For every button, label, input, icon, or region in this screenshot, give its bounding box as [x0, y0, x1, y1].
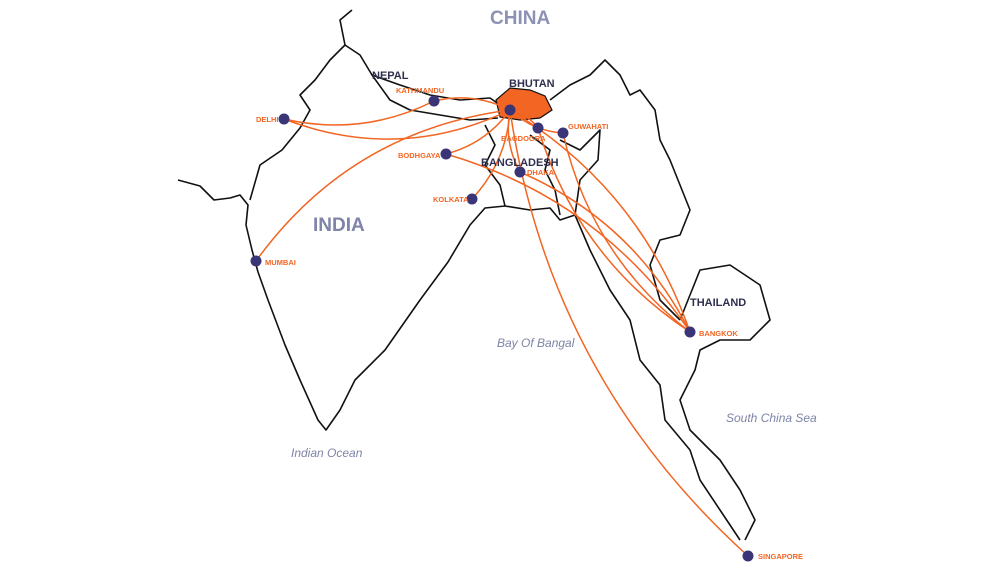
city-label-singapore: SINGAPORE	[758, 552, 804, 561]
route-bagdogra-bangkok	[537, 127, 691, 333]
city-dot-mumbai[interactable]	[250, 255, 262, 267]
route-paro-delhi	[283, 109, 511, 140]
city-dot-dhaka[interactable]	[514, 166, 526, 178]
city-dot-kolkata[interactable]	[466, 193, 478, 205]
label-bangladesh: BANGLADESH	[481, 157, 559, 169]
city-label-kolkata: KOLKATA	[433, 195, 469, 204]
label-bhutan: BHUTAN	[509, 78, 555, 90]
label-south-china-sea: South China Sea	[726, 411, 817, 425]
border-china-east	[549, 59, 691, 321]
route-bodhgaya-bangkok	[445, 153, 691, 333]
route-paro-kathmandu	[433, 97, 511, 111]
city-dot-kathmandu[interactable]	[428, 95, 440, 107]
city-label-bagdogra: BAGDOGRA	[501, 134, 546, 143]
label-india: INDIA	[313, 215, 365, 236]
border-myanmar-west	[559, 129, 741, 541]
city-dot-delhi[interactable]	[278, 113, 290, 125]
city-label-kathmandu: KATHMANDU	[396, 86, 445, 95]
route-guwahati-bangkok	[562, 132, 691, 333]
label-bay-of-bengal: Bay Of Bangal	[497, 336, 575, 350]
label-china: CHINA	[490, 8, 551, 29]
label-thailand: THAILAND	[690, 297, 747, 309]
label-nepal: NEPAL	[372, 70, 409, 82]
city-label-bodhgaya: BODHGAYA	[398, 151, 441, 160]
city-label-dhaka: DHAKA	[527, 168, 555, 177]
coastline-thailand	[679, 264, 771, 541]
city-dot-bagdogra[interactable]	[532, 122, 544, 134]
city-dot-bodhgaya[interactable]	[440, 148, 452, 160]
border-north-india	[249, 9, 501, 201]
label-indian-ocean: Indian Ocean	[291, 446, 363, 460]
route-paro-mumbai	[255, 109, 511, 262]
route-paro-singapore	[509, 109, 749, 557]
city-label-bangkok: BANGKOK	[699, 329, 738, 338]
city-dot-guwahati[interactable]	[557, 127, 569, 139]
route-paro-bodhgaya	[445, 109, 511, 155]
route-dhaka-bangkok	[519, 171, 691, 333]
city-dot-singapore[interactable]	[742, 550, 754, 562]
border-nepal	[371, 74, 499, 121]
route-paro-kolkata	[471, 109, 511, 200]
city-label-mumbai: MUMBAI	[265, 258, 296, 267]
city-label-delhi: DELHI	[256, 115, 279, 124]
city-label-guwahati: GUWAHATI	[568, 122, 609, 131]
city-dot-bangkok[interactable]	[684, 326, 696, 338]
city-dots	[250, 95, 754, 562]
borders	[177, 9, 771, 541]
route-kathmandu-delhi	[283, 100, 435, 126]
coastline-india	[177, 179, 576, 431]
city-dot-paro[interactable]	[504, 104, 516, 116]
route-paro-bangkok	[509, 109, 691, 333]
